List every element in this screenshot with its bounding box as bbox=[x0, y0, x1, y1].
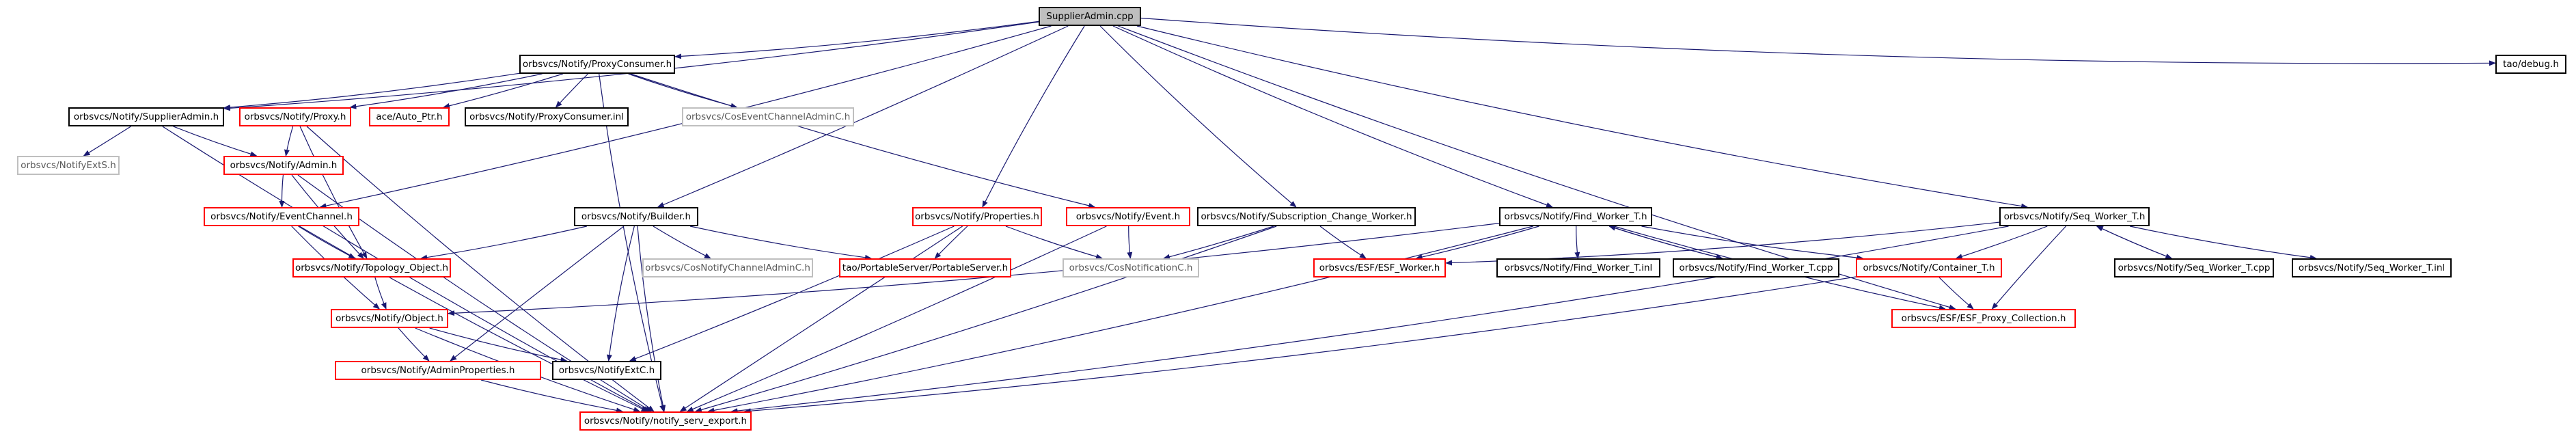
edge-adminproperties-h-to-notify-serv-export-h bbox=[480, 379, 623, 413]
edge-subscription-change-worker-h-to-notify-serv-export-h bbox=[694, 226, 1277, 413]
edge-seq-worker-t-cpp-to-seq-worker-t-h bbox=[2096, 226, 2172, 259]
node-supplieradmin-cpp: SupplierAdmin.cpp bbox=[1039, 7, 1141, 26]
edge-event-h-to-cosnotificationc-h bbox=[1127, 226, 1133, 259]
edge-supplieradmin-cpp-to-eventchannel-h bbox=[319, 25, 1052, 209]
edge-builder-h-to-adminproperties-h bbox=[450, 226, 625, 362]
edge-supplieradmin-h-to-notifyexts-h bbox=[83, 126, 131, 157]
edge-seq-worker-t-h-to-seq-worker-t-inl bbox=[2130, 226, 2317, 260]
edge-eventchannel-h-to-notify-serv-export-h bbox=[299, 226, 648, 412]
edge-proxyconsumer-h-to-event-h bbox=[630, 73, 1096, 208]
edge-supplieradmin-cpp-to-seq-worker-t-h bbox=[1136, 25, 2029, 209]
node-proxyconsumer-inl[interactable]: orbsvcs/Notify/ProxyConsumer.inl bbox=[465, 107, 629, 126]
edge-supplieradmin-cpp-to-tao-debug-h bbox=[1140, 17, 2496, 66]
edge-supplieradmin-cpp-to-proxyconsumer-h bbox=[674, 21, 1039, 59]
edge-properties-h-to-notify-serv-export-h bbox=[679, 226, 963, 412]
node-topology-object-h[interactable]: orbsvcs/Notify/Topology_Object.h bbox=[292, 258, 451, 277]
node-admin-h[interactable]: orbsvcs/Notify/Admin.h bbox=[223, 156, 344, 175]
node-seq-worker-t-h[interactable]: orbsvcs/Notify/Seq_Worker_T.h bbox=[1999, 207, 2150, 226]
node-eventchannel-h[interactable]: orbsvcs/Notify/EventChannel.h bbox=[204, 207, 359, 226]
edge-proxyconsumer-h-to-proxy-h bbox=[349, 73, 543, 109]
edge-subscription-change-worker-h-to-cosnotificationc-h bbox=[1163, 226, 1274, 260]
node-tao-debug-h[interactable]: tao/debug.h bbox=[2495, 55, 2566, 74]
node-adminproperties-h[interactable]: orbsvcs/Notify/AdminProperties.h bbox=[335, 361, 541, 380]
node-properties-h[interactable]: orbsvcs/Notify/Properties.h bbox=[912, 207, 1042, 226]
node-container-t-h[interactable]: orbsvcs/Notify/Container_T.h bbox=[1856, 258, 2002, 277]
edge-find-worker-t-h-to-container-t-h bbox=[1641, 226, 1864, 261]
node-seq-worker-t-inl[interactable]: orbsvcs/Notify/Seq_Worker_T.inl bbox=[2292, 258, 2452, 277]
node-subscription-change-worker-h[interactable]: orbsvcs/Notify/Subscription_Change_Worke… bbox=[1197, 207, 1416, 226]
edge-find-worker-t-h-to-object-h bbox=[448, 223, 1500, 316]
node-coseventchanneladminc-h: orbsvcs/CosEventChannelAdminC.h bbox=[682, 107, 854, 126]
node-object-h[interactable]: orbsvcs/Notify/Object.h bbox=[331, 309, 448, 328]
edge-object-h-to-adminproperties-h bbox=[398, 327, 430, 362]
edge-eventchannel-h-to-topology-object-h bbox=[298, 226, 356, 259]
edge-proxyconsumer-h-to-auto-ptr-h bbox=[443, 73, 564, 109]
edge-supplieradmin-h-to-admin-h bbox=[173, 126, 258, 157]
node-find-worker-t-cpp[interactable]: orbsvcs/Notify/Find_Worker_T.cpp bbox=[1673, 258, 1839, 277]
edge-proxyconsumer-h-to-supplieradmin-h bbox=[223, 72, 520, 110]
node-builder-h[interactable]: orbsvcs/Notify/Builder.h bbox=[574, 207, 698, 226]
edge-find-worker-t-h-to-esf-worker-h bbox=[1415, 226, 1539, 260]
edge-find-worker-t-cpp-to-find-worker-t-h bbox=[1608, 225, 1723, 259]
node-find-worker-t-inl[interactable]: orbsvcs/Notify/Find_Worker_T.inl bbox=[1496, 258, 1660, 277]
edge-builder-h-to-topology-object-h bbox=[420, 226, 587, 260]
edge-object-h-to-notifyextc-h bbox=[429, 327, 568, 363]
edge-subscription-change-worker-h-to-esf-worker-h bbox=[1319, 226, 1367, 259]
node-notify-serv-export-h[interactable]: orbsvcs/Notify/notify_serv_export.h bbox=[579, 411, 752, 431]
edge-properties-h-to-notifyextc-h bbox=[629, 226, 955, 362]
edge-seq-worker-t-h-to-esf-proxy-collection-h bbox=[1991, 226, 2066, 310]
edge-supplieradmin-cpp-to-find-worker-t-h bbox=[1112, 25, 1553, 208]
edge-container-t-h-to-notify-serv-export-h bbox=[743, 276, 1856, 414]
node-esf-proxy-collection-h[interactable]: orbsvcs/ESF/ESF_Proxy_Collection.h bbox=[1891, 309, 2076, 328]
edge-supplieradmin-cpp-to-subscription-change-worker-h bbox=[1099, 25, 1297, 208]
node-event-h[interactable]: orbsvcs/Notify/Event.h bbox=[1066, 207, 1190, 226]
edge-find-worker-t-h-to-notify-serv-export-h bbox=[707, 226, 1533, 413]
edge-event-h-to-notify-serv-export-h bbox=[686, 226, 1107, 412]
node-proxy-h[interactable]: orbsvcs/Notify/Proxy.h bbox=[239, 107, 351, 126]
node-notifyextc-h[interactable]: orbsvcs/NotifyExtC.h bbox=[552, 361, 661, 380]
edge-supplieradmin-cpp-to-builder-h bbox=[657, 25, 1069, 208]
edge-builder-h-to-notify-serv-export-h bbox=[637, 226, 666, 412]
node-cosnotifychanneladminc-h: orbsvcs/CosNotifyChannelAdminC.h bbox=[642, 258, 813, 277]
edge-proxy-h-to-admin-h bbox=[284, 126, 294, 157]
node-cosnotificationc-h: orbsvcs/CosNotificationC.h bbox=[1063, 258, 1199, 277]
node-find-worker-t-h[interactable]: orbsvcs/Notify/Find_Worker_T.h bbox=[1499, 207, 1652, 226]
edge-seq-worker-t-h-to-container-t-h bbox=[1955, 226, 2048, 260]
edge-properties-h-to-cosnotificationc-h bbox=[1005, 226, 1103, 260]
edge-builder-h-to-portableserver-h bbox=[689, 226, 872, 260]
edge-proxy-h-to-topology-object-h bbox=[299, 126, 368, 259]
edge-find-worker-t-h-to-find-worker-t-inl bbox=[1574, 226, 1580, 259]
node-portableserver-h[interactable]: tao/PortableServer/PortableServer.h bbox=[839, 258, 1011, 277]
edge-proxyconsumer-h-to-proxyconsumer-inl bbox=[555, 73, 588, 108]
edge-supplieradmin-cpp-to-properties-h bbox=[982, 25, 1085, 208]
edge-admin-h-to-eventchannel-h bbox=[279, 174, 285, 208]
node-proxyconsumer-h[interactable]: orbsvcs/Notify/ProxyConsumer.h bbox=[519, 55, 675, 74]
node-supplieradmin-h[interactable]: orbsvcs/Notify/SupplierAdmin.h bbox=[68, 107, 224, 126]
edge-builder-h-to-notifyextc-h bbox=[606, 226, 635, 362]
node-notifyexts-h: orbsvcs/NotifyExtS.h bbox=[17, 156, 120, 175]
node-esf-worker-h[interactable]: orbsvcs/ESF/ESF_Worker.h bbox=[1313, 258, 1446, 277]
edge-topology-object-h-to-object-h bbox=[374, 277, 387, 310]
edge-builder-h-to-cosnotifychanneladminc-h bbox=[653, 226, 711, 259]
edge-container-t-h-to-esf-proxy-collection-h bbox=[1938, 277, 1974, 310]
node-auto-ptr-h[interactable]: ace/Auto_Ptr.h bbox=[369, 107, 450, 126]
node-seq-worker-t-cpp[interactable]: orbsvcs/Notify/Seq_Worker_T.cpp bbox=[2114, 258, 2274, 277]
edge-properties-h-to-portableserver-h bbox=[934, 226, 968, 259]
